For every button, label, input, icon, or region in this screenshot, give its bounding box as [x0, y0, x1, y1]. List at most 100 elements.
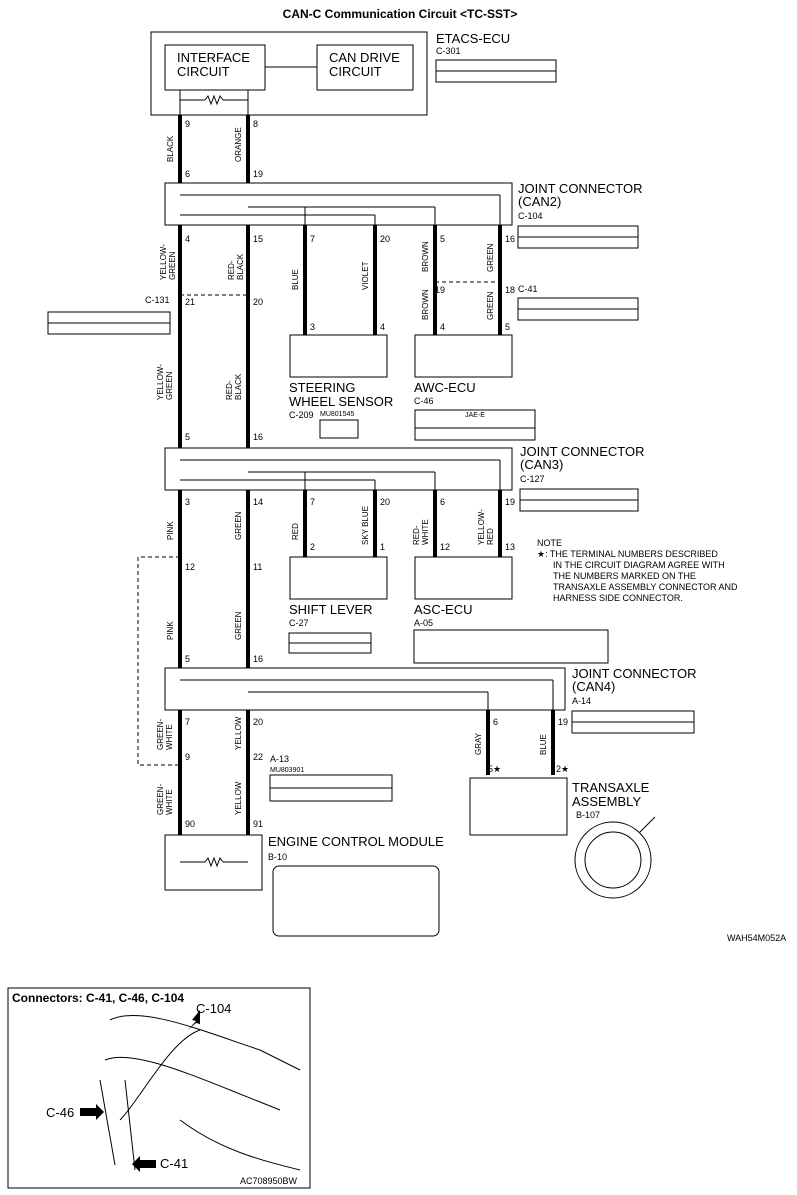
svg-text:YELLOW-: YELLOW-	[159, 244, 168, 280]
svg-text:7: 7	[185, 717, 190, 727]
svg-text:11: 11	[253, 562, 262, 572]
svg-text:GREEN: GREEN	[486, 243, 495, 272]
joint-connector-can3: JOINT CONNECTOR (CAN3) C-127	[164, 444, 644, 512]
svg-text:C-104: C-104	[196, 1001, 231, 1016]
svg-text:5: 5	[185, 654, 190, 664]
svg-text:THE NUMBERS MARKED ON THE: THE NUMBERS MARKED ON THE	[553, 571, 696, 581]
steering-wheel-sensor: STEERING WHEEL SENSOR C-209 MU801545	[289, 334, 393, 439]
svg-text:4: 4	[380, 322, 385, 332]
svg-text:WHITE: WHITE	[165, 724, 174, 750]
svg-text:9: 9	[185, 119, 190, 129]
svg-text:9: 9	[185, 752, 190, 762]
svg-text:21: 21	[185, 297, 195, 307]
svg-text:C-27: C-27	[289, 618, 309, 628]
svg-text:YELLOW: YELLOW	[234, 781, 243, 815]
svg-text:GREEN-: GREEN-	[156, 719, 165, 750]
svg-text:WHEEL SENSOR: WHEEL SENSOR	[289, 394, 393, 409]
svg-text:VIOLET: VIOLET	[361, 261, 370, 290]
etacs-conn: C-301	[436, 46, 461, 56]
svg-text:JOINT CONNECTOR: JOINT CONNECTOR	[520, 444, 644, 459]
svg-text:CIRCUIT: CIRCUIT	[177, 64, 230, 79]
joint-connector-can2: JOINT CONNECTOR (CAN2) C-104	[164, 181, 642, 249]
svg-text:19: 19	[558, 717, 568, 727]
joint-connector-can4: JOINT CONNECTOR (CAN4) A-14	[164, 666, 696, 734]
svg-text:PINK: PINK	[166, 621, 175, 640]
svg-text:13: 13	[505, 542, 515, 552]
svg-text:CIRCUIT: CIRCUIT	[329, 64, 382, 79]
svg-text:16: 16	[253, 654, 263, 664]
svg-text:SKY BLUE: SKY BLUE	[361, 506, 370, 545]
svg-text:A-13: A-13	[270, 754, 289, 764]
svg-text:4: 4	[440, 322, 445, 332]
svg-text:RED: RED	[291, 523, 300, 540]
wires-can2: 4 15 7 20 5 16 YELLOW- GREEN RED- BLACK …	[47, 225, 639, 448]
svg-text:5: 5	[440, 234, 445, 244]
svg-text:C-127: C-127	[520, 474, 545, 484]
svg-text:RED-: RED-	[225, 380, 234, 400]
svg-text:4: 4	[185, 234, 190, 244]
svg-text:6: 6	[493, 717, 498, 727]
svg-text:HARNESS SIDE CONNECTOR.: HARNESS SIDE CONNECTOR.	[553, 593, 683, 603]
svg-text:CAN DRIVE: CAN DRIVE	[329, 50, 400, 65]
svg-text:14: 14	[253, 497, 263, 507]
svg-text:★: THE TERMINAL NUMBERS DESCRI: ★: THE TERMINAL NUMBERS DESCRIBED	[537, 549, 718, 559]
svg-text:BLUE: BLUE	[539, 734, 548, 755]
svg-text:BLACK: BLACK	[236, 253, 245, 280]
svg-text:12: 12	[440, 542, 450, 552]
transaxle-assembly: TRANSAXLE ASSEMBLY B-107	[469, 777, 656, 899]
svg-text:19: 19	[435, 285, 445, 295]
svg-text:(CAN3): (CAN3)	[520, 457, 563, 472]
svg-text:BROWN: BROWN	[421, 289, 430, 320]
svg-text:6: 6	[185, 169, 190, 179]
svg-text:GREEN: GREEN	[486, 291, 495, 320]
svg-text:GREEN-: GREEN-	[156, 784, 165, 815]
svg-text:MU801545: MU801545	[320, 411, 354, 418]
svg-text:6: 6	[440, 497, 445, 507]
svg-text:7: 7	[310, 234, 315, 244]
c131-label: C-131	[145, 295, 170, 305]
svg-text:3: 3	[185, 497, 190, 507]
svg-text:YELLOW-: YELLOW-	[156, 364, 165, 400]
svg-text:5: 5	[185, 432, 190, 442]
svg-text:ASSEMBLY: ASSEMBLY	[572, 794, 641, 809]
svg-text:AC708950BW: AC708950BW	[240, 1176, 298, 1186]
svg-text:2★: 2★	[556, 764, 569, 774]
svg-text:20: 20	[253, 717, 263, 727]
svg-text:AWC-ECU: AWC-ECU	[414, 380, 476, 395]
etacs-ecu: INTERFACE CIRCUIT CAN DRIVE CIRCUIT ETAC…	[150, 31, 557, 116]
svg-text:TRANSAXLE: TRANSAXLE	[572, 780, 650, 795]
svg-text:19: 19	[253, 169, 263, 179]
svg-text:5: 5	[505, 322, 510, 332]
svg-text:JOINT CONNECTOR: JOINT CONNECTOR	[518, 181, 642, 196]
diagram-title: CAN-C Communication Circuit <TC-SST>	[283, 7, 518, 21]
svg-text:C-209: C-209	[289, 410, 314, 420]
svg-text:15: 15	[253, 234, 263, 244]
svg-text:C-46: C-46	[46, 1105, 74, 1120]
svg-text:JAE-E: JAE-E	[465, 412, 485, 419]
svg-text:ASC-ECU: ASC-ECU	[414, 602, 473, 617]
svg-text:12: 12	[185, 562, 195, 572]
svg-text:Connectors: C-41, C-46, C-104: Connectors: C-41, C-46, C-104	[12, 991, 184, 1005]
awc-ecu: AWC-ECU C-46 JAE-E	[414, 334, 536, 441]
svg-text:ENGINE CONTROL MODULE: ENGINE CONTROL MODULE	[268, 834, 444, 849]
svg-text:WHITE: WHITE	[165, 789, 174, 815]
svg-text:C-41: C-41	[160, 1156, 188, 1171]
svg-text:A-14: A-14	[572, 696, 591, 706]
svg-text:18: 18	[505, 285, 515, 295]
ecm-connector-face	[272, 865, 440, 937]
can-drive-circuit-box	[316, 44, 414, 91]
svg-text:20: 20	[380, 234, 390, 244]
svg-text:MU803901: MU803901	[270, 767, 304, 774]
svg-text:20: 20	[380, 497, 390, 507]
connector-location-inset: Connectors: C-41, C-46, C-104 C-104 C-46…	[7, 987, 311, 1189]
svg-text:RED-: RED-	[227, 260, 236, 280]
svg-text:GREEN: GREEN	[168, 251, 177, 280]
svg-text:7: 7	[310, 497, 315, 507]
svg-text:90: 90	[185, 819, 195, 829]
svg-text:PINK: PINK	[166, 521, 175, 540]
svg-text:22: 22	[253, 752, 263, 762]
c41-label: C-41	[518, 284, 538, 294]
svg-text:BLACK: BLACK	[234, 373, 243, 400]
svg-text:WHITE: WHITE	[421, 519, 430, 545]
svg-text:INTERFACE: INTERFACE	[177, 50, 250, 65]
